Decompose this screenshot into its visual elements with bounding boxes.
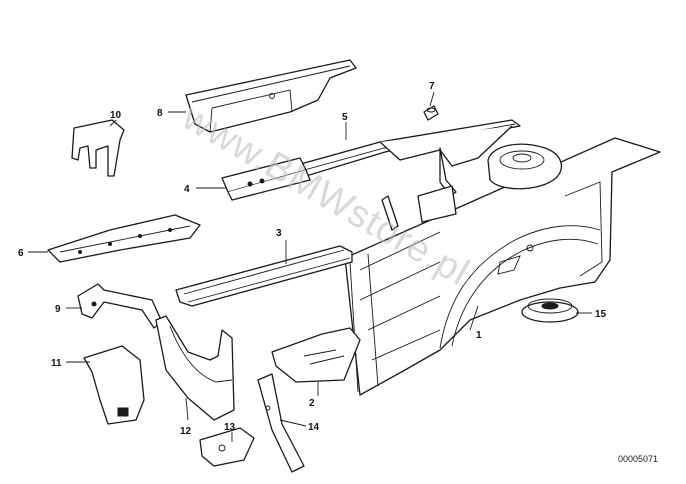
- part-9-bracket: [77, 283, 163, 329]
- shock-tower-dome: [487, 143, 563, 190]
- catalog-number: 00005071: [618, 454, 658, 464]
- part-14-support: [257, 373, 305, 473]
- callout-12: 12: [180, 426, 192, 437]
- part-3-channel-rail: [175, 245, 353, 307]
- part-2-floor-plate: [271, 327, 361, 383]
- callout-1: 1: [476, 330, 482, 341]
- part-4-rail-end: [221, 157, 311, 201]
- callout-14: 14: [308, 422, 320, 433]
- leader-lines: [28, 91, 592, 442]
- part-15-mount: [521, 298, 579, 323]
- callout-6: 6: [18, 248, 24, 259]
- callout-3: 3: [276, 228, 282, 239]
- callout-2: 2: [309, 398, 315, 409]
- callout-10: 10: [110, 110, 122, 121]
- part-11-bracket: [83, 345, 145, 425]
- callout-13: 13: [224, 422, 236, 433]
- part-8-front-member: [185, 59, 357, 133]
- callout-11: 11: [51, 358, 62, 369]
- part-10-bracket: [71, 119, 125, 177]
- part-1-side-panel: [344, 137, 661, 396]
- callout-7: 7: [429, 81, 435, 92]
- part-13-bracket: [199, 427, 255, 467]
- callout-labels: 1 2 3 4 5 6 7 8 9 10 11 12 13 14 15: [18, 81, 607, 437]
- callout-8: 8: [157, 108, 163, 119]
- callout-15: 15: [595, 309, 607, 320]
- callout-9: 9: [55, 304, 61, 315]
- part-6-plate: [47, 214, 201, 263]
- callout-5: 5: [342, 112, 348, 123]
- callout-4: 4: [184, 184, 190, 195]
- part-7-clip: [423, 105, 439, 121]
- part-12-support: [155, 315, 235, 421]
